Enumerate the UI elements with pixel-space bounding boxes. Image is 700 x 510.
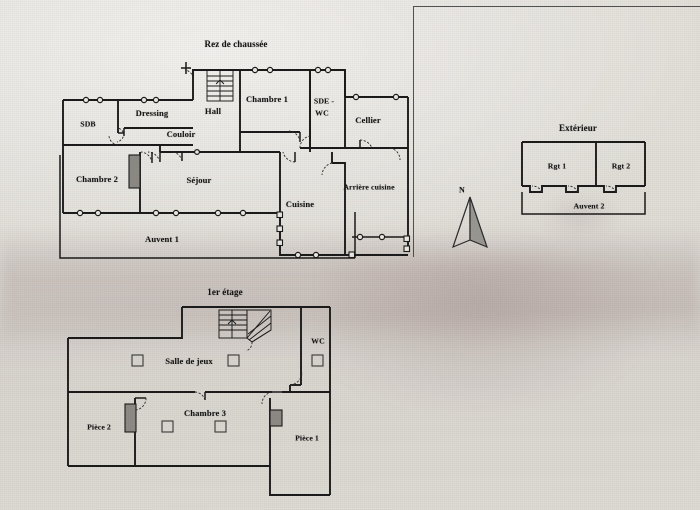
- door-dressing: [117, 127, 125, 137]
- scan-border-frame: [413, 6, 700, 257]
- window-group-top-left: [80, 96, 112, 104]
- ext-rgt2-bottom: [596, 185, 645, 193]
- staircase-ground: [206, 69, 234, 102]
- door-sde: [299, 135, 311, 149]
- ff-piece1-block: [269, 409, 283, 427]
- ff-door-ch3: [194, 391, 206, 401]
- ext-door-rgt2: [605, 185, 617, 193]
- ff-window-ch3-right: [214, 420, 227, 433]
- photo-shadow-lower: [330, 250, 700, 510]
- window-group-chambre1-top: [248, 66, 288, 74]
- compass-right-half: [469, 196, 488, 249]
- ff-bottom-piece1: [269, 466, 330, 496]
- ff-window-sdj-right: [227, 354, 240, 367]
- ff-top-left-step: [68, 307, 183, 339]
- door-chambre2: [140, 151, 153, 164]
- ff-door-piece2: [135, 397, 147, 411]
- ground-floor-group: [59, 62, 411, 259]
- window-group-sde-top: [312, 66, 338, 74]
- ext-rgt1-bottom: [522, 185, 596, 193]
- door-cellier-2: [389, 147, 401, 161]
- chambre2-closet-block: [128, 154, 141, 189]
- window-group-dressing: [138, 96, 168, 104]
- auvent-1-outline: [59, 155, 355, 259]
- exterior-group: [521, 141, 646, 215]
- photo-shadow-band: [0, 228, 700, 348]
- door-cellier: [359, 139, 373, 149]
- ext-door-rgt1: [531, 185, 543, 193]
- window-group-arriere-cuisine-right: [348, 235, 411, 259]
- window-group-arriere-cuisine-inner: [352, 233, 405, 241]
- ff-window-sdj-left: [131, 354, 144, 367]
- window-group-cuisine-bottom: [292, 251, 330, 259]
- window-group-couloir-sejour: [194, 149, 201, 156]
- ext-door-rgt1b: [567, 185, 579, 193]
- window-group-sejour-bottom-b: [212, 209, 252, 217]
- door-sejour-a: [171, 151, 183, 162]
- ff-window-wc: [311, 354, 324, 367]
- door-chambre1: [288, 130, 301, 143]
- first-floor-group: [67, 306, 331, 496]
- compass-rose: [452, 196, 488, 249]
- door-arriere-cuisine: [321, 162, 333, 176]
- ground-entry-mark: [181, 62, 191, 74]
- staircase-first-floor: [218, 309, 272, 352]
- ff-piece2-block: [124, 403, 137, 433]
- door-cuisine: [282, 151, 296, 163]
- door-sdb-2: [108, 135, 119, 146]
- window-group-chambre2-bottom: [74, 209, 110, 217]
- ff-window-ch3-left: [161, 420, 174, 433]
- ff-door-piece1: [261, 391, 282, 405]
- arriere-cuisine-top-jog: [332, 162, 346, 172]
- auvent-2-outline: [521, 192, 646, 215]
- ff-door-wc: [289, 371, 303, 386]
- window-group-sejour-bottom-a: [150, 209, 186, 217]
- window-group-cellier-top: [350, 93, 404, 101]
- door-sejour-b: [147, 151, 161, 163]
- window-group-cuisine-left: [276, 211, 284, 250]
